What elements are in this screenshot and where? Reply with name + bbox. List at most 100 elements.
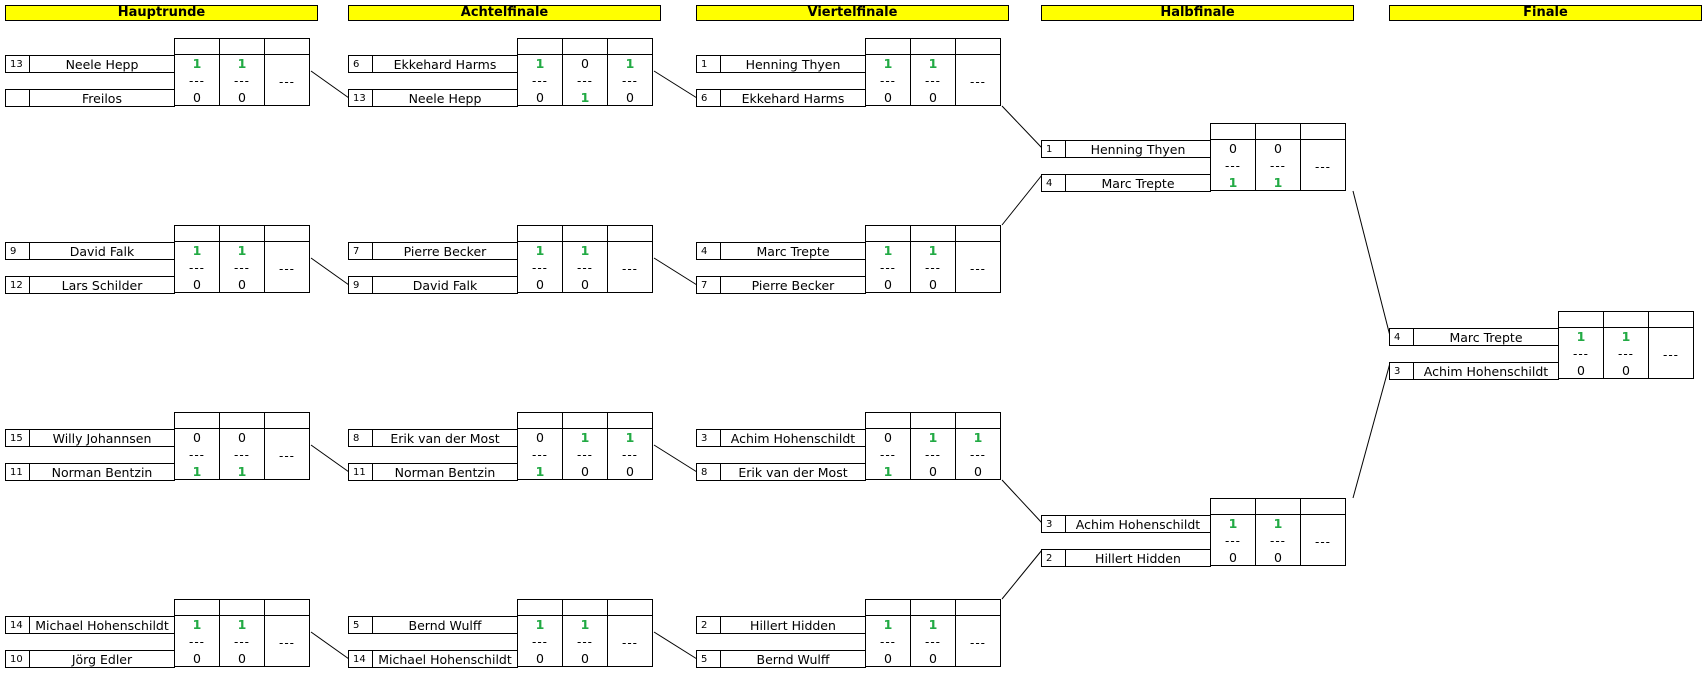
set-header-cell xyxy=(1255,498,1301,515)
player-seed: 6 xyxy=(696,89,721,107)
player-name: Neele Hepp xyxy=(372,89,518,107)
player-seed: 4 xyxy=(696,242,721,260)
set-header-cell xyxy=(607,599,653,616)
set-score: 1 xyxy=(1576,329,1586,344)
set-empty: --- xyxy=(622,636,638,650)
player-seed: 3 xyxy=(1389,362,1414,380)
player-name: Henning Thyen xyxy=(1065,140,1211,158)
player-seed: 3 xyxy=(1041,515,1066,533)
set-separator: --- xyxy=(925,448,941,462)
set-header-cell xyxy=(1210,123,1256,140)
player-seed: 1 xyxy=(1041,140,1066,158)
connector-line xyxy=(310,631,350,660)
set-separator: --- xyxy=(925,74,941,88)
set-score: 1 xyxy=(928,617,938,632)
set-empty: --- xyxy=(279,449,295,463)
player-seed: 9 xyxy=(348,276,373,294)
set-header-cell xyxy=(219,599,265,616)
set-score: 1 xyxy=(883,243,893,258)
set-column-cell xyxy=(865,241,911,293)
set-score: 1 xyxy=(883,464,893,479)
set-score: 1 xyxy=(580,243,590,258)
player-name: Freilos xyxy=(29,89,175,107)
set-header-cell xyxy=(264,225,310,242)
player-seed: 2 xyxy=(696,616,721,634)
set-column-cell xyxy=(174,428,220,480)
player-name: Ekkehard Harms xyxy=(372,55,518,73)
set-header-cell xyxy=(955,225,1001,242)
set-score: 0 xyxy=(1274,550,1282,565)
set-header-cell xyxy=(1255,123,1301,140)
set-column-cell xyxy=(174,54,220,106)
player-name: Henning Thyen xyxy=(720,55,866,73)
set-column-cell xyxy=(517,428,563,480)
set-score: 0 xyxy=(581,277,589,292)
set-score: 0 xyxy=(1577,363,1585,378)
set-score: 0 xyxy=(884,90,892,105)
connector-line xyxy=(653,631,698,660)
set-score: 1 xyxy=(192,243,202,258)
player-seed: 8 xyxy=(348,429,373,447)
set-separator: --- xyxy=(1270,159,1286,173)
set-header-cell xyxy=(219,225,265,242)
set-score: 0 xyxy=(1229,141,1237,156)
connector-line xyxy=(310,257,350,286)
set-header-cell xyxy=(174,412,220,429)
set-score: 0 xyxy=(929,464,937,479)
set-separator: --- xyxy=(880,261,896,275)
set-score: 0 xyxy=(884,277,892,292)
set-separator: --- xyxy=(234,74,250,88)
set-score: 0 xyxy=(884,651,892,666)
set-separator: --- xyxy=(1573,347,1589,361)
set-header-cell xyxy=(1648,311,1694,328)
set-header-cell xyxy=(1300,123,1346,140)
set-separator: --- xyxy=(234,261,250,275)
set-separator: --- xyxy=(880,448,896,462)
set-header-cell xyxy=(910,412,956,429)
set-separator: --- xyxy=(234,635,250,649)
player-name: Norman Bentzin xyxy=(372,463,518,481)
connector-line xyxy=(310,444,350,473)
set-score: 1 xyxy=(237,464,247,479)
set-column-cell xyxy=(1558,327,1604,379)
round-header-finale: Finale xyxy=(1389,5,1702,21)
set-score: 0 xyxy=(536,277,544,292)
set-score: 0 xyxy=(626,90,634,105)
set-column-cell xyxy=(607,615,653,667)
set-score: 1 xyxy=(1228,516,1238,531)
player-name: Hillert Hidden xyxy=(1065,549,1211,567)
connector-line xyxy=(1001,549,1043,600)
set-empty: --- xyxy=(1663,348,1679,362)
set-header-cell xyxy=(1300,498,1346,515)
set-score: 0 xyxy=(626,464,634,479)
player-seed: 11 xyxy=(5,463,30,481)
set-column-cell xyxy=(219,241,265,293)
set-empty: --- xyxy=(1315,160,1331,174)
set-score: 1 xyxy=(580,90,590,105)
set-header-cell xyxy=(219,412,265,429)
set-column-cell xyxy=(562,615,608,667)
set-score: 0 xyxy=(884,430,892,445)
set-column-cell xyxy=(910,428,956,480)
set-score: 0 xyxy=(193,90,201,105)
set-score: 0 xyxy=(974,464,982,479)
player-seed: 1 xyxy=(696,55,721,73)
set-header-cell xyxy=(955,599,1001,616)
set-separator: --- xyxy=(189,74,205,88)
set-column-cell xyxy=(1300,514,1346,566)
set-header-cell xyxy=(865,599,911,616)
set-column-cell xyxy=(865,54,911,106)
set-score: 0 xyxy=(193,651,201,666)
set-header-cell xyxy=(910,225,956,242)
set-header-cell xyxy=(562,225,608,242)
set-separator: --- xyxy=(577,261,593,275)
player-seed: 14 xyxy=(348,650,373,668)
set-score: 0 xyxy=(1229,550,1237,565)
set-score: 1 xyxy=(1228,175,1238,190)
set-column-cell xyxy=(174,241,220,293)
set-score: 1 xyxy=(928,56,938,71)
set-column-cell xyxy=(264,428,310,480)
set-column-cell xyxy=(1300,139,1346,191)
